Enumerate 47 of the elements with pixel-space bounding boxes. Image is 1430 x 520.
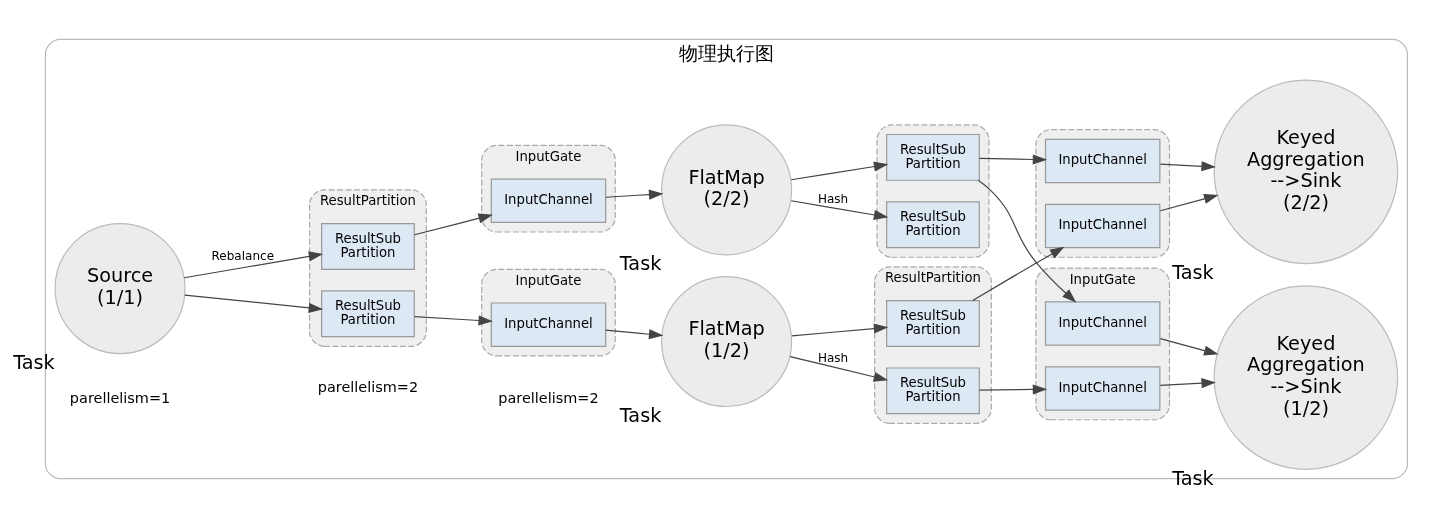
arrow: [790, 199, 889, 220]
node-box: InputChannel: [1044, 365, 1161, 411]
node-box: ResultSub Partition: [886, 299, 980, 347]
node-label: Task: [1172, 466, 1214, 490]
node-box: ResultSub Partition: [886, 133, 980, 181]
node-box: ResultSub Partition: [321, 222, 415, 270]
edge-label: Hash: [817, 191, 849, 206]
node-label: Task: [619, 403, 662, 427]
node-label: Task: [619, 251, 662, 275]
arrow: [605, 189, 664, 200]
arrow: [1159, 377, 1216, 388]
node-box: InputChannel: [1044, 203, 1161, 248]
arrow: [977, 179, 1077, 303]
label: parellelism=2: [317, 378, 419, 395]
arrow: [183, 250, 324, 278]
arrow: [1159, 193, 1219, 211]
arrow: [413, 212, 493, 235]
node-circle: FlatMap (2/2): [661, 123, 793, 255]
arrow: [184, 294, 324, 313]
arrow: [791, 323, 889, 336]
arrow: [1159, 160, 1216, 171]
edge-label: Rebalance: [211, 248, 275, 263]
arrow: [1159, 337, 1219, 355]
node-box: InputChannel: [490, 301, 607, 347]
arrow: [972, 246, 1065, 301]
node-circle: Keyed Aggregation -->Sink (2/2): [1213, 78, 1399, 264]
node-label: Task: [1172, 260, 1214, 284]
node-box: ResultSub Partition: [886, 200, 980, 248]
node-box: InputChannel: [1044, 138, 1161, 183]
node-circle: FlatMap (1/2): [661, 275, 793, 407]
arrow: [790, 161, 889, 180]
edge-label: Hash: [817, 350, 849, 365]
node-box: ResultSub Partition: [321, 289, 415, 337]
arrow: [413, 314, 493, 326]
node-label: Task: [13, 350, 55, 374]
label: parellelism=2: [498, 389, 599, 406]
arrow: [978, 153, 1048, 165]
arrow: [978, 383, 1048, 394]
arrow: [605, 328, 664, 339]
node-box: ResultSub Partition: [886, 366, 980, 414]
node-box: InputChannel: [490, 177, 607, 223]
node-circle: Keyed Aggregation -->Sink (1/2): [1213, 284, 1399, 470]
arrow: [789, 355, 889, 382]
label: parellelism=1: [69, 389, 171, 406]
node-circle: Source (1/1): [54, 222, 186, 354]
node-box: InputChannel: [1044, 300, 1161, 346]
cluster: [876, 123, 990, 258]
